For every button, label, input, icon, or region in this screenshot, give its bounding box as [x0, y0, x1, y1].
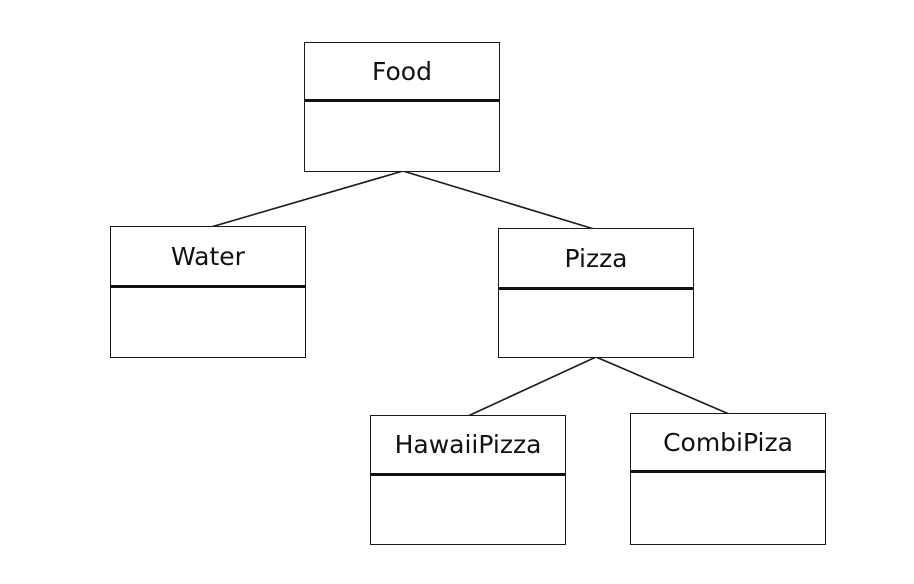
- edge-food-pizza: [402, 170, 595, 230]
- edge-food-water: [210, 170, 404, 228]
- class-body-pizza: [499, 290, 693, 357]
- class-body-food: [305, 102, 499, 171]
- class-box-combi-piza[interactable]: CombiPiza: [630, 413, 826, 545]
- class-body-combi-piza: [631, 473, 825, 544]
- class-body-water: [111, 288, 305, 357]
- edge-pizza-hawaii-pizza: [467, 356, 597, 417]
- class-name-food: Food: [305, 43, 499, 102]
- class-box-hawaii-pizza[interactable]: HawaiiPizza: [370, 415, 566, 545]
- class-name-hawaii-pizza: HawaiiPizza: [371, 416, 565, 476]
- class-name-water: Water: [111, 227, 305, 288]
- class-box-water[interactable]: Water: [110, 226, 306, 358]
- edge-pizza-combi-piza: [595, 356, 730, 415]
- class-box-food[interactable]: Food: [304, 42, 500, 172]
- class-name-pizza: Pizza: [499, 229, 693, 290]
- class-box-pizza[interactable]: Pizza: [498, 228, 694, 358]
- class-body-hawaii-pizza: [371, 476, 565, 544]
- class-name-combi-piza: CombiPiza: [631, 414, 825, 473]
